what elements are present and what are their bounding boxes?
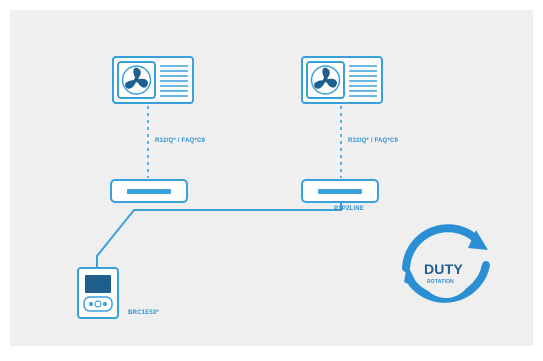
rotation-arrows-icon [402,224,490,303]
grille-icon [349,65,377,97]
duty-rotation-subtitle: ROTATION [427,279,454,285]
grille-icon [160,65,188,97]
fan-icon [117,61,156,99]
indoor-unit-icon [110,179,188,203]
controller-label: BRC1E53* [128,310,159,316]
refrigerant-label-1: R32/Q* / FAQ*C9 [155,138,206,144]
duty-rotation-title: DUTY [424,261,463,277]
refrigerant-label-2: R32/Q* / FAQ*C9 [348,138,399,144]
remote-controller-icon [77,267,119,319]
p1p2-line-label: P1P2LINE [334,206,364,212]
outdoor-unit-1 [112,56,194,104]
outdoor-unit-2 [301,56,383,104]
p1p2-wiring-line [96,202,342,268]
indoor-unit-icon [301,179,379,203]
fan-icon [306,61,345,99]
